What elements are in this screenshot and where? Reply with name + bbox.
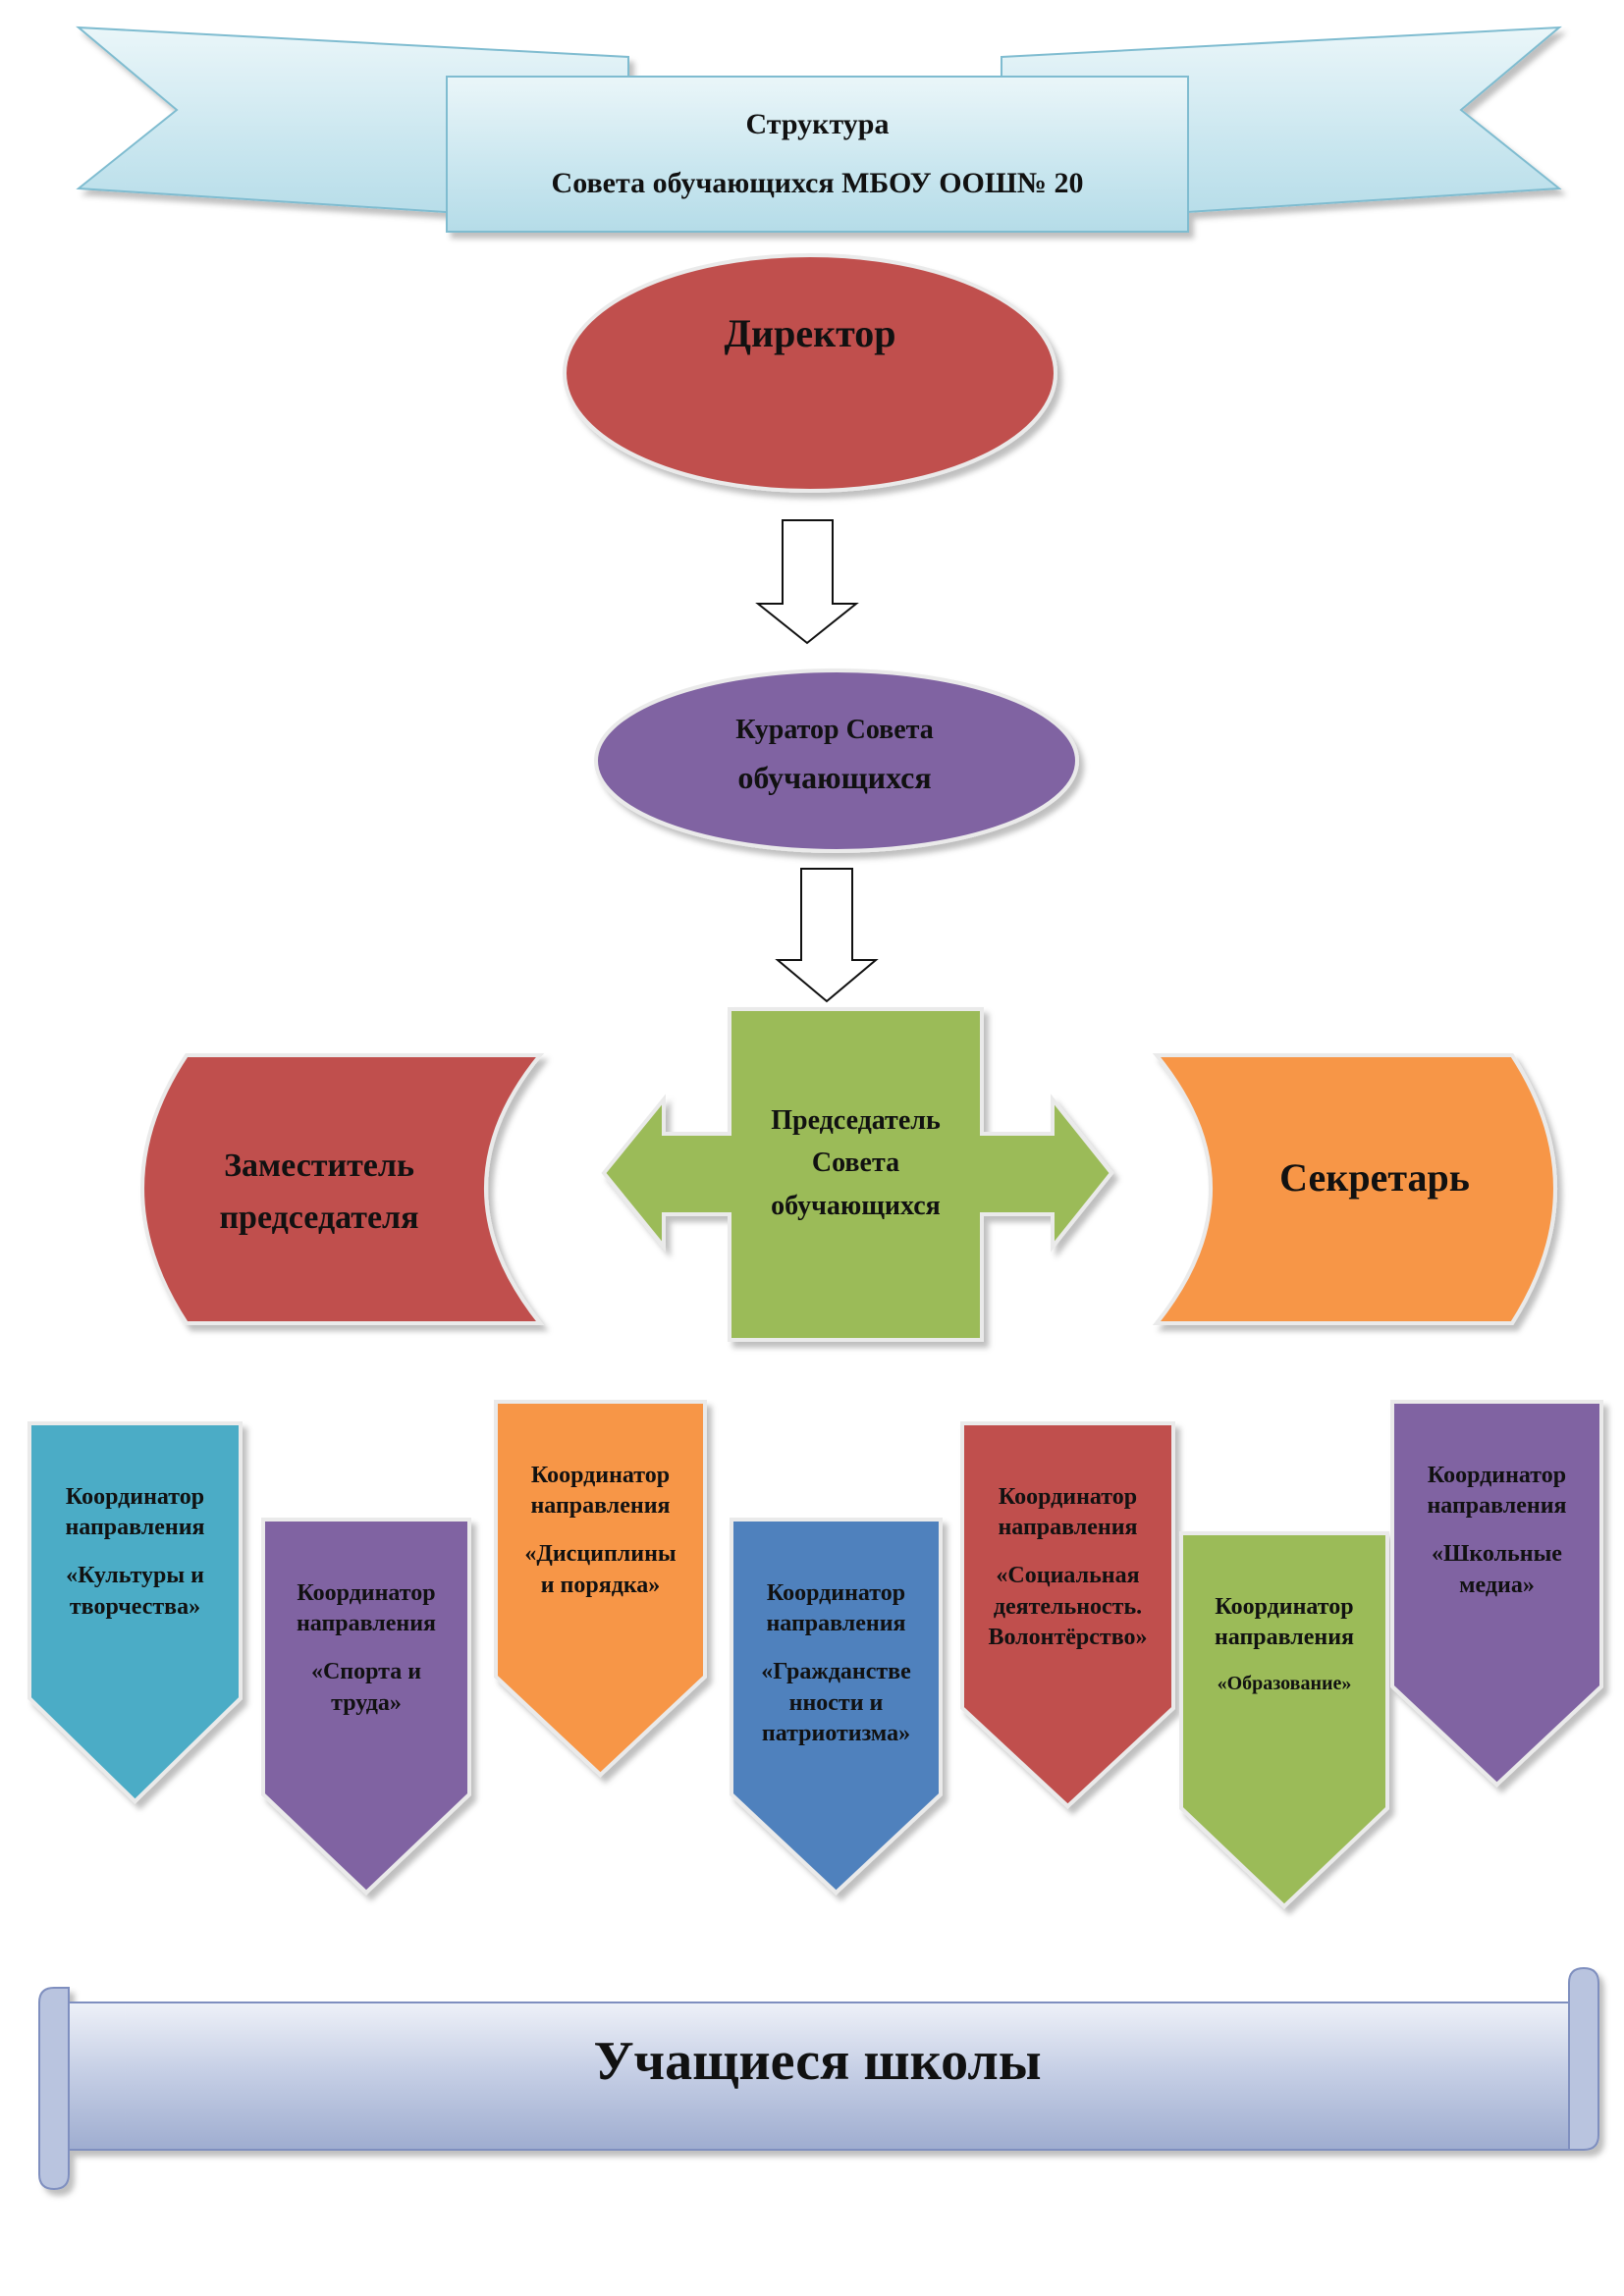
page-title: Структура Совета обучающихся МБОУ ООШ№ 2…	[447, 77, 1188, 232]
coordinator-direction: направления	[296, 1611, 437, 1637]
deputy-shape	[140, 1053, 545, 1325]
students-label: Учащиеся школы	[593, 2030, 1042, 2092]
coordinator-title: Координатор	[297, 1580, 436, 1606]
down-arrow-icon	[775, 868, 879, 1003]
chairman-label: Председатель Совета обучающихся	[730, 1085, 982, 1242]
coordinator-direction: направления	[766, 1611, 906, 1637]
secretary-label: Секретарь	[1279, 1155, 1470, 1200]
director-label: Директор	[724, 311, 896, 355]
deputy-label-line1: Заместитель	[224, 1148, 414, 1185]
coordinator-title: Координатор	[766, 1580, 906, 1606]
coordinator-title: Координатор	[65, 1484, 205, 1510]
coordinator-direction: направления	[530, 1493, 671, 1520]
coordinator-title: Координатор	[530, 1463, 671, 1488]
coordinator-direction: направления	[1427, 1493, 1567, 1520]
coordinator-area: медиа»	[1459, 1572, 1535, 1598]
curator-label: Куратор Совета обучающихся	[638, 687, 1031, 825]
coordinator-pentagon	[27, 1421, 243, 1804]
scroll-left-curl	[38, 1987, 70, 2191]
coordinator-area: патриотизма»	[761, 1720, 911, 1746]
coordinator-title: Координатор	[1215, 1594, 1354, 1620]
scroll-right-curl	[1568, 1966, 1599, 2151]
title-banner	[76, 26, 1562, 234]
coordinator-pentagon	[261, 1518, 471, 1896]
coordinator-area: «Дисциплины	[524, 1541, 677, 1568]
chairman-label-line1: Председатель	[771, 1104, 941, 1136]
curator-ellipse	[594, 668, 1079, 853]
coordinator-label: Координатор направления «Школьные медиа»	[1396, 1461, 1597, 1601]
coordinator-pentagon	[960, 1421, 1175, 1809]
coordinator-area: нности и	[788, 1689, 884, 1716]
students-scroll	[38, 1966, 1599, 2191]
coordinator-area: «Культуры и	[66, 1563, 204, 1589]
secretary-shape	[1152, 1053, 1557, 1325]
coordinator-area: «Образование»	[1217, 1673, 1352, 1695]
page-title-line2: Совета обучающихся МБОУ ООШ№ 20	[551, 167, 1084, 199]
coordinator-area: «Спорта и	[310, 1659, 422, 1685]
scroll-body	[53, 2002, 1582, 2151]
coordinator-area: труда»	[331, 1689, 402, 1716]
coordinator-direction: направления	[998, 1515, 1138, 1541]
page-title-line1: Структура	[745, 108, 890, 140]
coordinator-label: Координатор направления «Культуры и творчес…	[33, 1482, 237, 1623]
down-arrow-icon	[755, 519, 859, 645]
deputy-label-line2: председателя	[219, 1200, 419, 1236]
coordinator-pentagon	[494, 1400, 707, 1778]
coordinator-direction: направления	[65, 1515, 205, 1541]
curator-label-line1: Куратор Совета	[735, 715, 934, 745]
chairman-label-line3: обучающихся	[771, 1190, 941, 1221]
coordinator-area: творчества»	[69, 1593, 201, 1620]
coordinator-title: Координатор	[1427, 1463, 1567, 1488]
director-ellipse	[563, 253, 1057, 493]
coordinator-area: Волонтёрство»	[988, 1624, 1148, 1650]
deputy-label: Заместитель председателя	[177, 1129, 461, 1256]
banner-center	[446, 76, 1189, 233]
coordinator-area: «Гражданстве	[761, 1659, 911, 1685]
coordinator-area: «Школьные	[1432, 1541, 1562, 1568]
chairman-label-line2: Совета	[811, 1148, 900, 1179]
coordinator-area: «Социальная	[996, 1563, 1140, 1589]
coordinator-area: деятельность.	[993, 1593, 1143, 1620]
coordinator-label: Координатор направления «Социальная деятель…	[966, 1482, 1169, 1653]
coordinator-label: Координатор направления «Спорта и труда»	[267, 1578, 465, 1719]
curator-label-line2: обучающихся	[737, 759, 932, 795]
coordinator-pentagon	[1390, 1400, 1603, 1788]
chairman-cross-arrow	[601, 1007, 1114, 1342]
coordinator-label: Координатор направления «Образование»	[1185, 1592, 1383, 1696]
coordinator-direction: направления	[1214, 1625, 1355, 1651]
coordinator-area: и порядка»	[540, 1572, 661, 1598]
coordinator-pentagon	[1179, 1531, 1389, 1909]
coordinator-title: Координатор	[998, 1484, 1138, 1510]
coordinator-pentagon	[730, 1518, 943, 1896]
coordinator-label: Координатор направления «Гражданстве нности…	[735, 1578, 937, 1749]
coordinator-label: Координатор направления «Дисциплины и поряд…	[500, 1461, 701, 1601]
